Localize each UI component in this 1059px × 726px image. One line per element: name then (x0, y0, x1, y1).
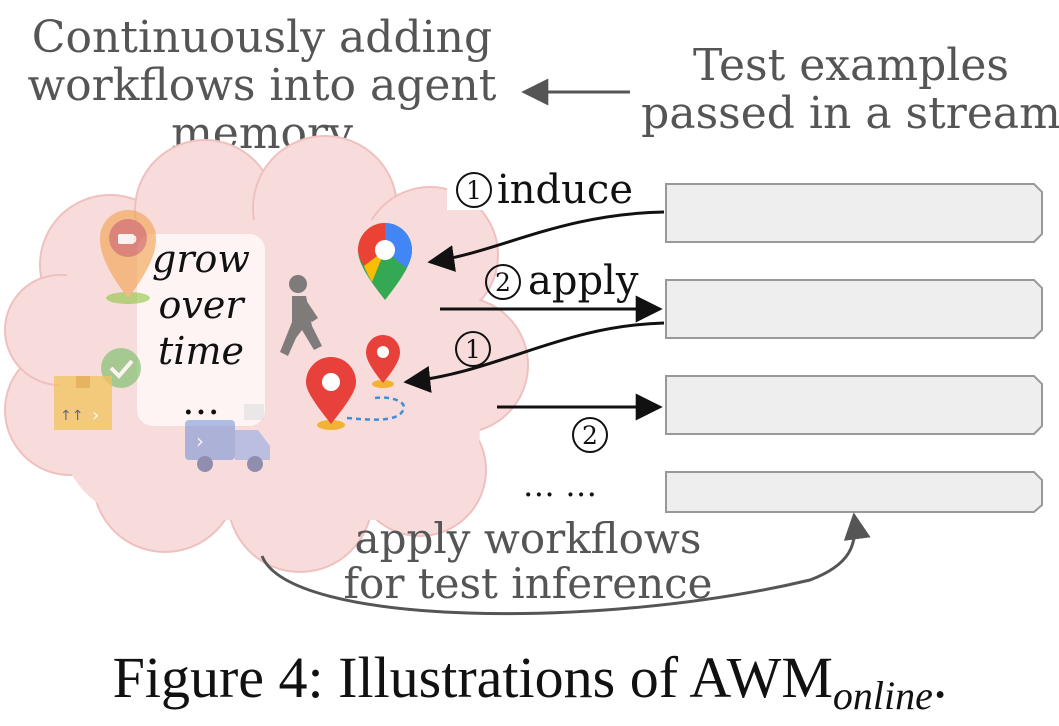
memory-header: Continuously adding workflows into agent… (28, 12, 497, 159)
svg-text:↑↑: ↑↑ (60, 408, 83, 424)
figure-caption: Figure 4: Illustrations of AWMonline. (113, 645, 948, 718)
test-inference-line2: for test inference (343, 559, 712, 608)
caption-subscript: online (833, 673, 933, 718)
memory-header-line1: Continuously adding (32, 12, 492, 63)
grow-line2: over (159, 283, 247, 327)
test-example-box-4 (665, 471, 1043, 513)
test-example-box-1 (665, 183, 1043, 243)
google-maps-pin-icon (358, 223, 412, 300)
test-inference-label: apply workflows for test inference (343, 514, 712, 608)
apply-label: 2 apply (485, 258, 639, 304)
stream-header-line2: passed in a stream (641, 88, 1059, 139)
grow-line1: grow (152, 237, 250, 281)
grow-line3: time (158, 329, 244, 373)
test-example-box-2 (665, 279, 1043, 339)
grow-text: grow over time … (152, 237, 250, 423)
svg-text:›: › (196, 429, 204, 453)
stream-ellipsis: … … (523, 466, 597, 504)
stream-header-line1: Test examples (693, 40, 1009, 91)
apply-text: apply (528, 258, 639, 304)
memory-header-line2: workflows into agent (28, 60, 497, 111)
delivery-truck-icon: › (185, 404, 270, 472)
test-example-boxes (665, 183, 1043, 513)
induce-text: induce (497, 167, 633, 213)
apply-step-number: 2 (495, 268, 511, 297)
stream-header: Test examples passed in a stream (641, 40, 1059, 139)
induce-step-number: 1 (466, 176, 482, 205)
test-inference-line1: apply workflows (355, 514, 702, 563)
grow-panel (137, 234, 265, 426)
route-pins-icon (306, 335, 406, 430)
test-inference-arrow (260, 512, 871, 616)
induce-arrow-1 (427, 210, 665, 272)
induce-label: 1 induce (456, 167, 633, 213)
step-marker-3: 1 (455, 331, 491, 367)
package-box-icon: ↑↑ › (54, 376, 112, 430)
caption-suffix: . (933, 645, 948, 710)
step-marker-4-number: 2 (582, 421, 598, 450)
test-example-box-3 (665, 375, 1043, 435)
caption-prefix: Figure 4: Illustrations of AWM (113, 645, 833, 710)
walking-person-icon (280, 275, 322, 356)
coffee-pin-icon (100, 210, 156, 304)
svg-text:›: › (92, 405, 99, 426)
grow-ellipsis: … (182, 379, 220, 423)
step-marker-4: 2 (572, 417, 608, 453)
induce-arrow-2 (403, 321, 665, 393)
step-marker-3-number: 1 (465, 335, 481, 364)
